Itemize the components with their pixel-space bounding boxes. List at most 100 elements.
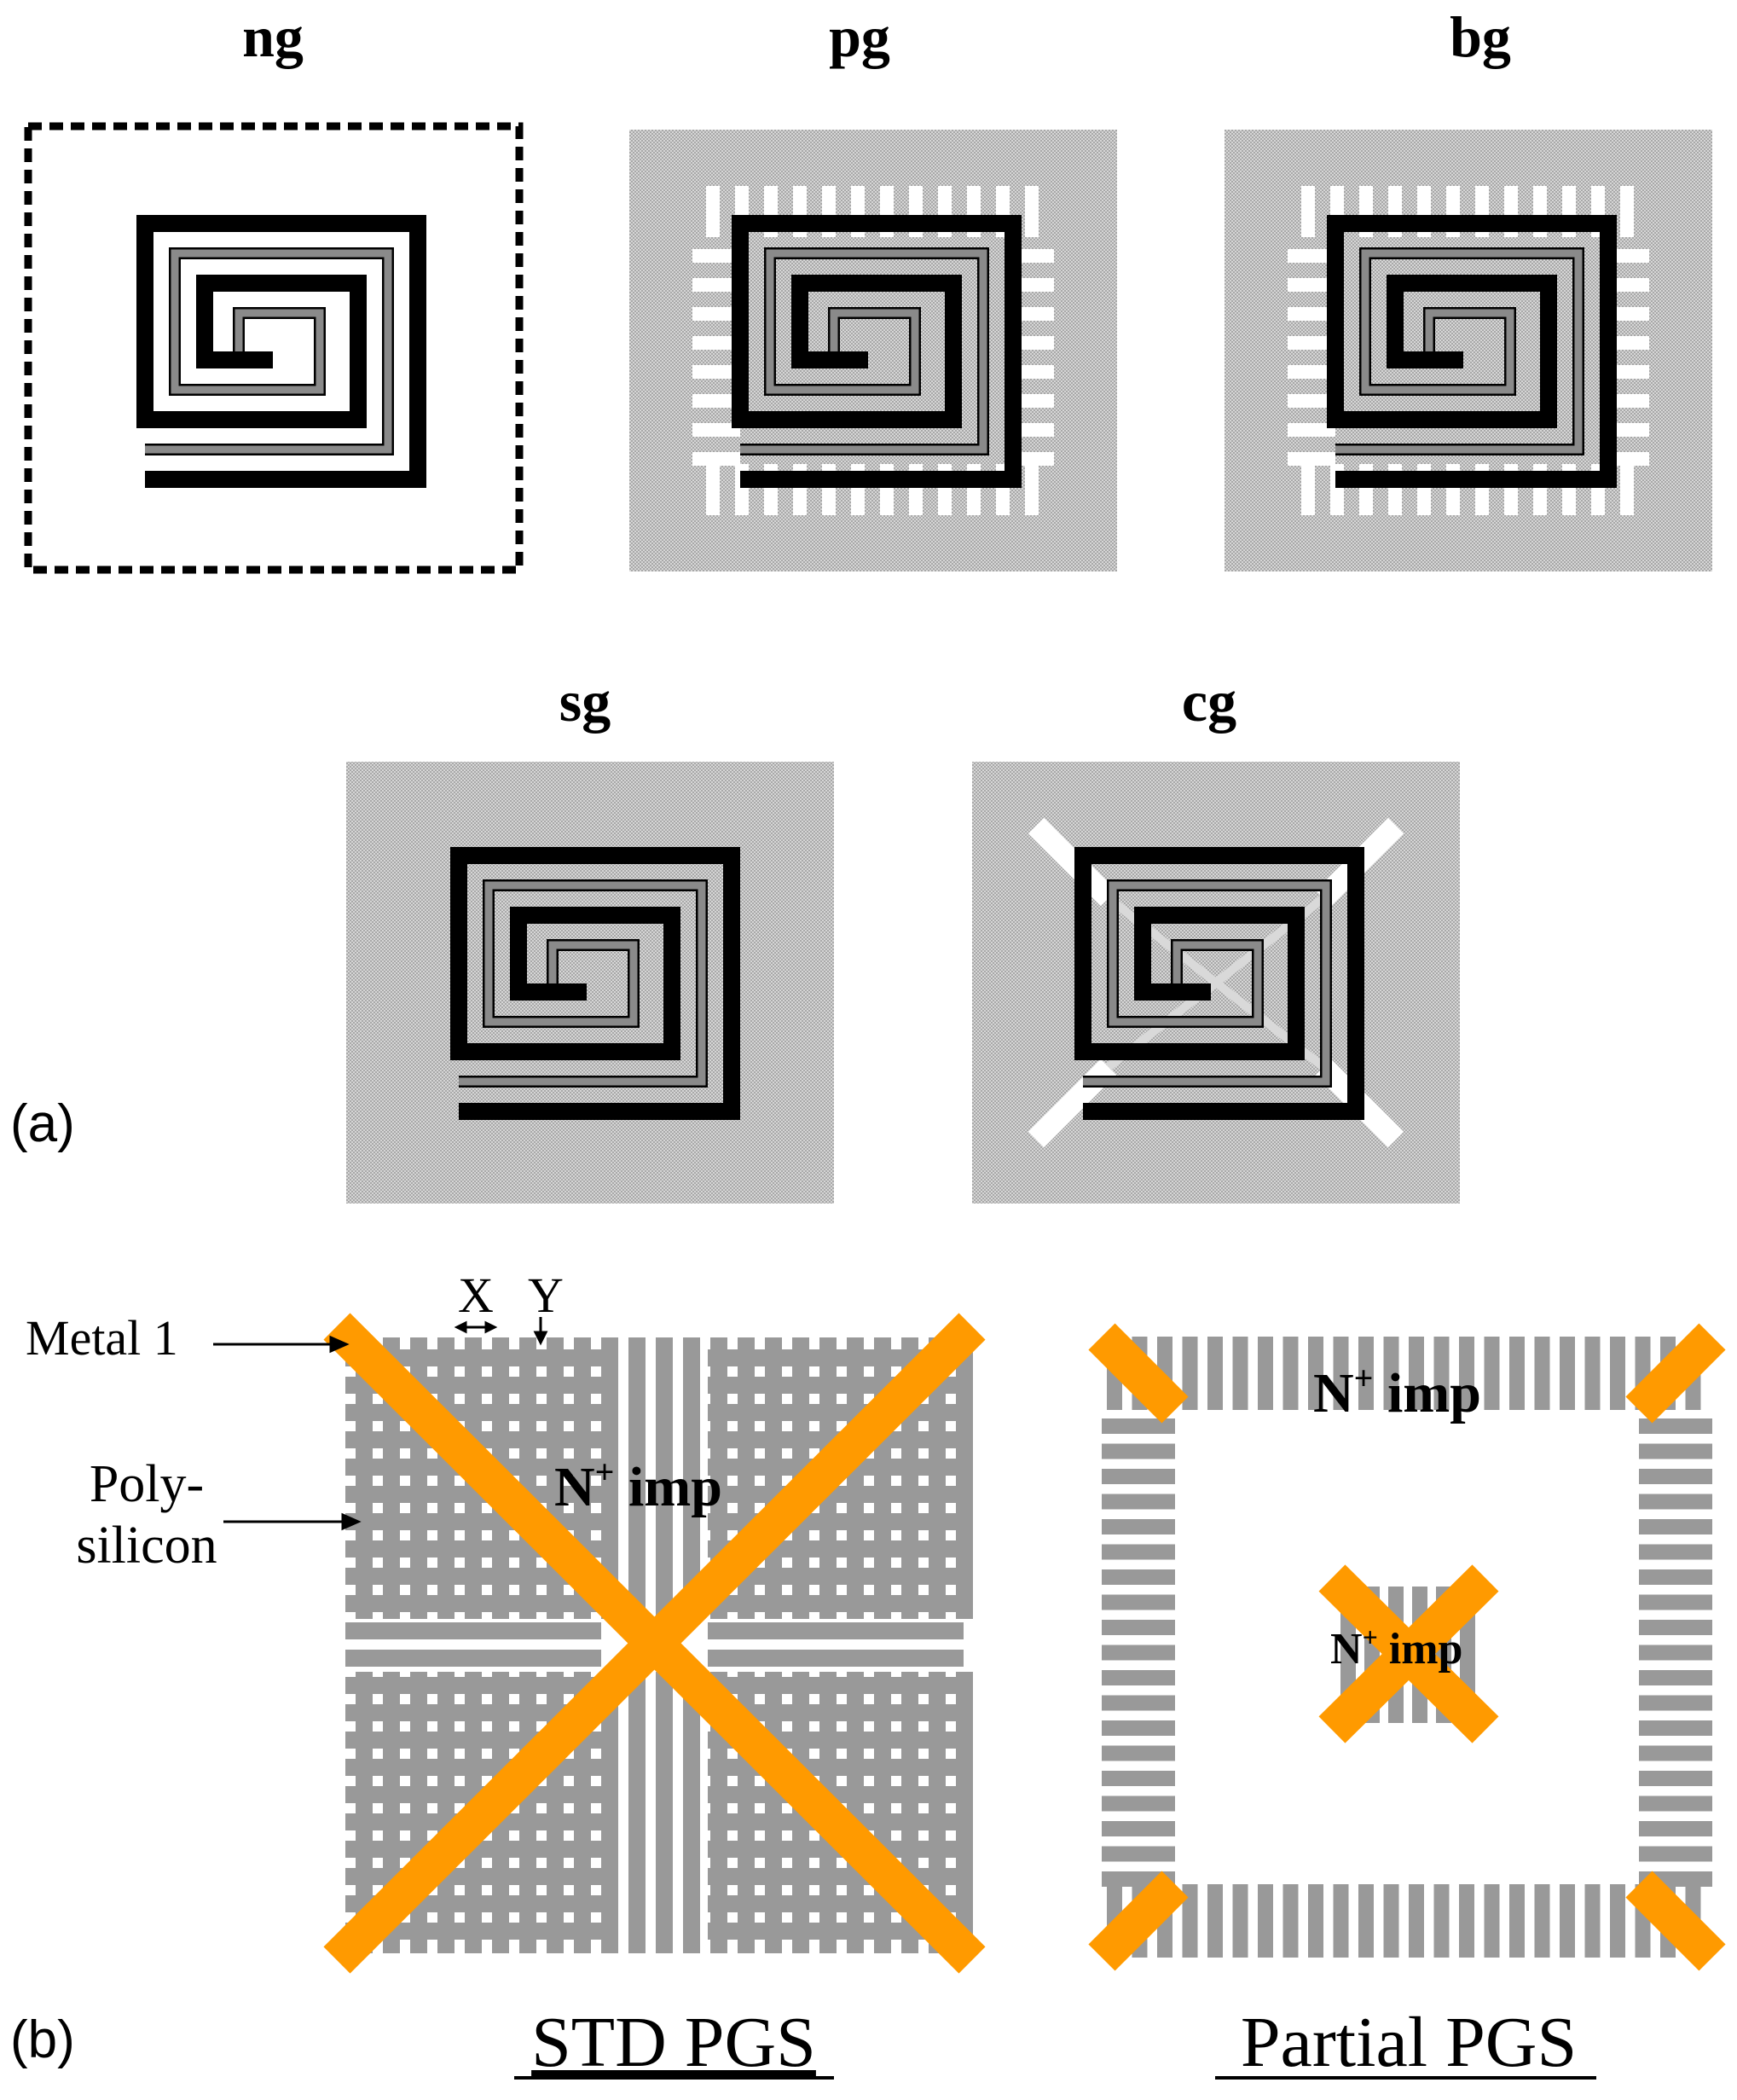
polysilicon-bar (1639, 1519, 1712, 1534)
panel-pg-title: pg (829, 4, 890, 69)
sg-shield (346, 762, 834, 1204)
shield-slot (692, 336, 740, 350)
part-a-label: (a) (10, 1094, 75, 1153)
metal1-arrow (213, 1335, 350, 1354)
polysilicon-bar (1182, 1884, 1198, 1958)
polysilicon-bar (710, 1672, 727, 1953)
polysilicon-bar (1102, 1720, 1175, 1736)
polysilicon-bar (345, 1622, 601, 1639)
polysilicon-bar (1639, 1544, 1712, 1560)
polysilicon-bar (1484, 1337, 1500, 1410)
polysilicon-bar (656, 1337, 673, 1619)
polysilicon-bar (1102, 1494, 1175, 1510)
partial-pgs-caption: Partial PGS (1241, 2003, 1577, 2082)
part-b: N+ imp Metal 1 Poly- silicon X Y (10, 1268, 1726, 2082)
partial-pgs-implant-center-label: N+ imp (1330, 1621, 1462, 1674)
polysilicon-bar (1102, 1795, 1175, 1812)
std-pgs-implant-label: N+ imp (554, 1453, 722, 1518)
polysilicon-bar (683, 1337, 700, 1619)
polysilicon-bar (1639, 1745, 1712, 1761)
polysilicon-bar (1282, 1337, 1299, 1410)
polysilicon-bar (1383, 1337, 1399, 1410)
shield-slot (1288, 423, 1335, 437)
polysilicon-bar (1258, 1337, 1273, 1410)
partial-pgs: N+ imp N+ imp Partial PGS (1088, 1323, 1726, 2082)
part-b-label: (b) (10, 2010, 75, 2069)
polysilicon-bar (1232, 1337, 1248, 1410)
polysilicon-bar (1308, 1884, 1323, 1958)
polysilicon-bar (1333, 1337, 1349, 1410)
polysilicon-bar (1639, 1720, 1712, 1736)
polysilicon-bar (1358, 1884, 1374, 1958)
x-dimension-label: X (458, 1268, 494, 1323)
polysilicon-bar (1102, 1544, 1175, 1560)
polysilicon-bar (1639, 1846, 1712, 1862)
shield-slot (1288, 278, 1335, 292)
shield-slot (1025, 464, 1039, 515)
polysilicon-bar (1102, 1695, 1175, 1711)
polysilicon-bar (1232, 1884, 1248, 1958)
std-pgs: N+ imp Metal 1 Poly- silicon X Y (26, 1268, 986, 2082)
shield-slot (1301, 186, 1315, 237)
shield-slot (1288, 365, 1335, 379)
polysilicon-bar (929, 1672, 946, 1953)
polysilicon-bar (847, 1672, 864, 1953)
ng-dashed-boundary (24, 122, 524, 574)
shield-slot (1288, 394, 1335, 408)
polysilicon-bar (847, 1337, 864, 1619)
polysilicon-bar (1639, 1795, 1712, 1812)
polysilicon-bar (1584, 1884, 1601, 1958)
polysilicon-bar (1534, 1337, 1550, 1410)
polysilicon-bar (1433, 1337, 1450, 1410)
polysilicon-bar (1282, 1884, 1299, 1958)
polysilicon-bar (437, 1672, 455, 1953)
shield-slot (706, 464, 720, 515)
polysilicon-bar (1102, 1418, 1175, 1434)
part-a: ng pg bg sg cg (10, 4, 1712, 1204)
polysilicon-bar (956, 1672, 973, 1953)
polysilicon-bar (356, 1337, 373, 1619)
polysilicon-bar (1102, 1821, 1175, 1836)
polysilicon-bar (1308, 1337, 1323, 1410)
polysilicon-bar (1509, 1884, 1525, 1958)
polysilicon-bar (519, 1337, 536, 1619)
std-pgs-metal1-cross (323, 1313, 986, 1974)
polysilicon-bar (1639, 1821, 1712, 1836)
shield-slot (1288, 249, 1335, 263)
std-pgs-caption: STD PGS (531, 2003, 816, 2082)
polysilicon-bar (1102, 1469, 1175, 1484)
polysilicon-bar (1459, 1884, 1474, 1958)
polysilicon-bar (874, 1337, 891, 1619)
polysilicon-bar (1102, 1645, 1175, 1661)
x-dimension-arrow (454, 1320, 498, 1334)
polysilicon-bar (1102, 1771, 1175, 1786)
polysilicon-bar (628, 1672, 646, 1953)
polysilicon-bar (1484, 1884, 1500, 1958)
polysilicon-bar (1639, 1494, 1712, 1510)
polysilicon-bar (1560, 1884, 1575, 1958)
polysilicon-bar (1639, 1645, 1712, 1661)
polysilicon-bar (1639, 1670, 1712, 1685)
shield-slot (1620, 186, 1634, 237)
polysilicon-bar (601, 1337, 618, 1619)
y-dimension-label: Y (528, 1268, 564, 1323)
polysilicon-bar (1509, 1337, 1525, 1410)
panel-bg: bg (1225, 4, 1712, 571)
polysilicon-bar (1639, 1620, 1712, 1635)
polysilicon-bar (519, 1672, 536, 1953)
shield-slot (1025, 186, 1039, 237)
shield-slot (1288, 452, 1335, 466)
polysilicon-bar (1258, 1884, 1273, 1958)
polysilicon-bar (1102, 1670, 1175, 1685)
polysilicon-bar (1102, 1443, 1175, 1459)
panel-cg: cg (972, 669, 1460, 1204)
partial-pgs-metal1-stubs (1088, 1323, 1726, 1971)
panel-pg: pg (629, 4, 1117, 571)
polysilicon-bar (765, 1672, 782, 1953)
polysilicon-bar (1639, 1418, 1712, 1434)
shield-slot (1288, 307, 1335, 321)
panel-ng-title: ng (242, 4, 304, 69)
polysilicon-bar (1182, 1337, 1198, 1410)
panel-sg-title: sg (559, 669, 611, 734)
